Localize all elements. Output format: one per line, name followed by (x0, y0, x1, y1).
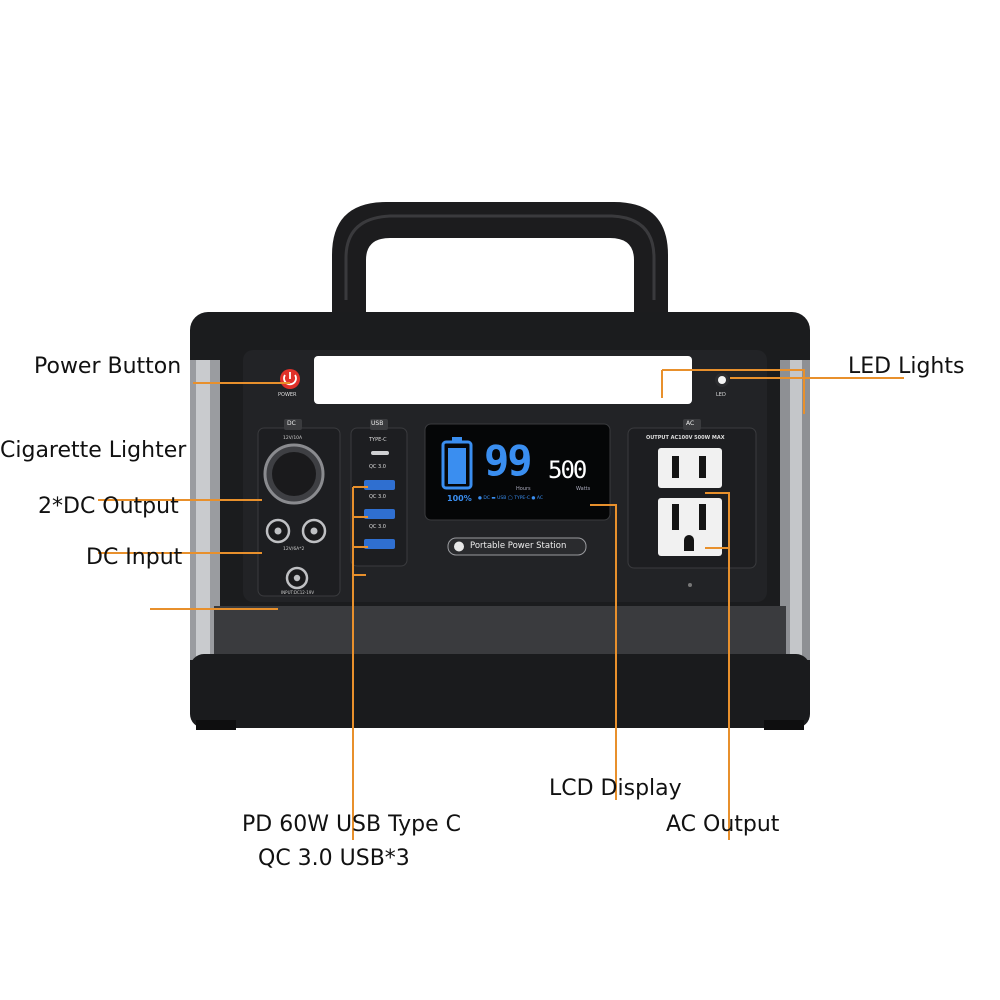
lcd-status-row: ● DC ▬ USB ◯ TYPE-C ● AC (478, 496, 543, 501)
ac-header: AC (686, 420, 695, 427)
badge-text: Portable Power Station (470, 541, 567, 551)
usb-qc-port-2[interactable] (364, 509, 395, 519)
callout-ac-output: AC Output (666, 812, 780, 837)
usb-typec-text: TYPE-C (369, 437, 387, 443)
lcd-watts: 500 (548, 456, 587, 484)
lcd-hours: 99 (484, 436, 533, 485)
dc-input-rating: INPUT:DC12-19V (281, 590, 315, 595)
leader-usb (352, 486, 368, 840)
usb-qc-port-1[interactable] (364, 480, 395, 490)
dc-header: DC (287, 420, 296, 427)
usb-qc-label-3: QC 3.0 (369, 524, 386, 530)
lcd-percent: 100% (447, 494, 472, 503)
product-badge (447, 537, 587, 556)
leader-lcd (590, 504, 617, 800)
led-text: LED (716, 392, 726, 398)
callout-dc-output: 2*DC Output (38, 494, 179, 519)
lcd-watts-unit: Watts (576, 486, 591, 492)
usb-header: USB (371, 420, 384, 427)
callout-usb-line2: QC 3.0 USB*3 (258, 846, 410, 871)
callout-power-button: Power Button (34, 354, 182, 379)
usb-qc-label-1: QC 3.0 (369, 464, 386, 470)
callout-usb-line1: PD 60W USB Type C (242, 812, 461, 837)
ac-outlet-1[interactable] (658, 448, 722, 488)
usb-qc-port-3[interactable] (364, 539, 395, 549)
power-text: POWER (278, 392, 297, 398)
usb-typec-port[interactable] (371, 451, 389, 455)
power-icon (283, 372, 297, 386)
sun-icon (718, 376, 726, 384)
lcd-hours-unit: Hours (516, 486, 531, 492)
led-light-bar (314, 356, 692, 404)
usb-qc-label-2: QC 3.0 (369, 494, 386, 500)
dc-out-rating: 12V/6A*2 (283, 547, 305, 552)
callout-cigarette-lighter: Cigarette Lighter (0, 438, 187, 463)
carry-handle (332, 202, 668, 312)
leader-ac-output (705, 492, 730, 840)
callout-dc-input: DC Input (86, 545, 183, 570)
dc-rating: 12V/10A (283, 436, 303, 441)
leader-led-lights (661, 369, 904, 414)
callout-lcd-display: LCD Display (549, 776, 682, 801)
callout-led-lights: LED Lights (848, 354, 965, 379)
ac-output-text: OUTPUT AC100V 500W MAX (646, 435, 725, 441)
leader-lines (98, 369, 904, 840)
